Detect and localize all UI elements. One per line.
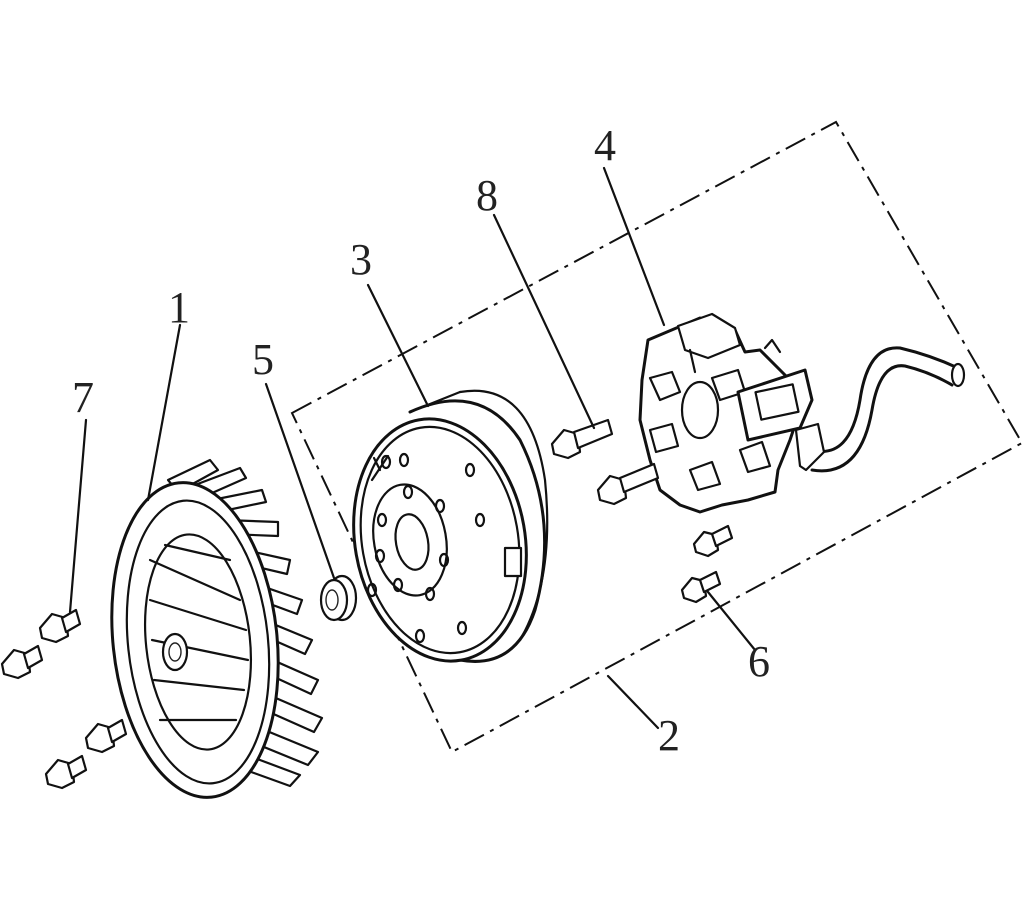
leader-lines xyxy=(68,166,757,730)
stator-bolt-1 xyxy=(550,418,614,460)
callout-4: 4 xyxy=(594,121,616,170)
flange-nut xyxy=(319,574,358,622)
leader-1 xyxy=(146,323,182,502)
callout-8: 8 xyxy=(476,171,498,220)
leader-5 xyxy=(264,382,336,580)
callout-1: 1 xyxy=(168,283,190,332)
fan-bolt-4 xyxy=(44,754,88,790)
callout-3: 3 xyxy=(350,235,372,284)
fan-bolt-2 xyxy=(0,644,44,680)
pickup-bolt-1 xyxy=(692,524,734,558)
callout-6: 6 xyxy=(748,637,770,686)
callout-5: 5 xyxy=(252,335,274,384)
callout-2: 2 xyxy=(658,711,680,760)
stator xyxy=(638,312,966,514)
leader-4 xyxy=(602,166,666,327)
leader-2 xyxy=(606,674,660,730)
flywheel-rotor xyxy=(352,389,549,663)
fan-bolt-1 xyxy=(38,608,82,644)
callout-7: 7 xyxy=(72,373,94,422)
stator-bolt-2 xyxy=(596,462,660,506)
cooling-fan xyxy=(110,458,324,799)
pickup-bolt-2 xyxy=(680,570,722,604)
leader-3 xyxy=(366,283,430,408)
leader-8 xyxy=(492,213,596,430)
leader-6 xyxy=(706,590,757,652)
leader-7 xyxy=(68,418,88,614)
fan-bolt-3 xyxy=(84,718,128,754)
